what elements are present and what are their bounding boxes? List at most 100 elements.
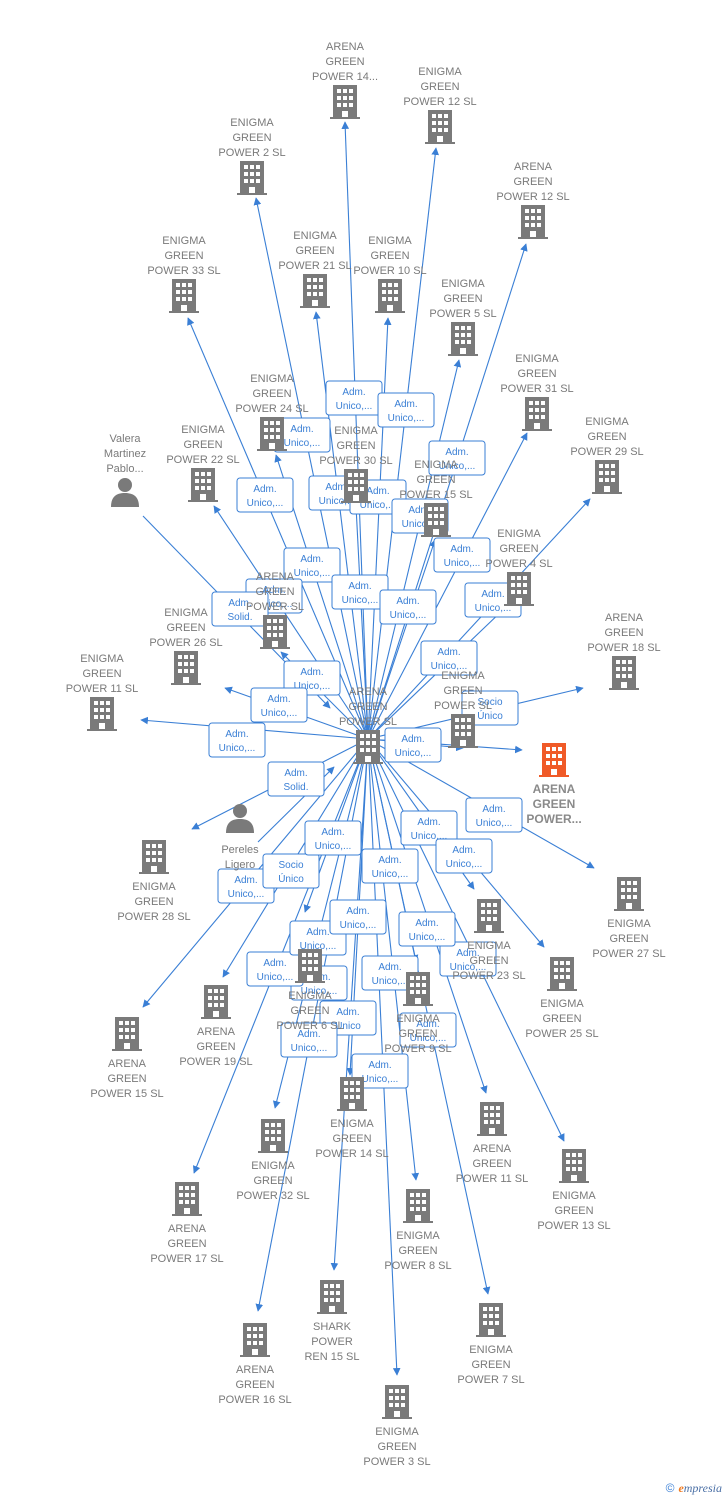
- empresia-brand[interactable]: ©empresia: [666, 1481, 722, 1496]
- relation-badge-eg3[interactable]: Adm.Unico,...: [351, 1053, 409, 1089]
- building-icon: [518, 205, 548, 239]
- building-icon: [341, 469, 371, 503]
- relation-badge-eg24[interactable]: Adm.Unico,...: [283, 547, 341, 583]
- relation-badge-valera[interactable]: Adm. Solid.: [211, 591, 269, 627]
- node-label-line: POWER 15 SL: [399, 489, 472, 501]
- relation-badge-eg23[interactable]: Adm.Unico,...: [400, 810, 458, 846]
- node-label-line: GREEN: [499, 543, 538, 555]
- badge-text: Solid.: [227, 612, 252, 623]
- relation-badge-ag12[interactable]: Adm.Unico,...: [428, 440, 486, 476]
- relation-badge-ag19[interactable]: Adm.Unico,...: [246, 951, 304, 987]
- relation-badge-eg13[interactable]: Adm.Unico,...: [439, 941, 497, 977]
- badge-text: Adm.: [321, 827, 344, 838]
- node-label-line: POWER 15 SL: [90, 1088, 163, 1100]
- building-icon: [474, 899, 504, 933]
- node-valera[interactable]: ValeraMartinezPablo...: [104, 433, 146, 507]
- relation-badge-eg2[interactable]: Adm.Unico,...: [273, 417, 331, 453]
- relation-badge-pereles[interactable]: Adm.Solid.: [267, 761, 325, 797]
- node-label-line: GREEN: [587, 431, 626, 443]
- node-label-line: GREEN: [472, 1158, 511, 1170]
- node-label-line: POWER 13 SL: [537, 1220, 610, 1232]
- relation-badge-eg9[interactable]: Adm.Unico,...: [399, 1012, 457, 1048]
- badge-text: Unico,...: [336, 401, 373, 412]
- relation-badge-ag16[interactable]: Adm.Unico,...: [280, 1022, 338, 1058]
- relation-badge-eg11[interactable]: Adm.Unico,...: [208, 722, 266, 758]
- badge-box: [267, 761, 325, 797]
- node-label-line: GREEN: [370, 250, 409, 262]
- relation-badge-eg27[interactable]: Adm.Unico,...: [465, 797, 523, 833]
- relation-badge-eg28[interactable]: Adm.Unico,...: [217, 868, 275, 904]
- badge-text: Unico,...: [411, 831, 448, 842]
- relation-badge-eg26[interactable]: Adm.Unico,...: [361, 848, 419, 884]
- badge-text: Unico,...: [301, 986, 338, 997]
- node-label-line: POWER 17 SL: [150, 1253, 223, 1265]
- badge-text: Adm.: [378, 962, 401, 973]
- relation-badge-eg31[interactable]: Adm.Unico,...: [433, 537, 491, 573]
- node-label-line: ARENA: [326, 41, 365, 53]
- relation-badge-eg7[interactable]: Adm.Unico,...: [398, 911, 456, 947]
- relation-badge-eg12[interactable]: Adm.Unico,...: [377, 392, 435, 428]
- building-icon: [476, 1303, 506, 1337]
- node-label-line: ENIGMA: [293, 230, 337, 242]
- edge-to-eg12: [367, 147, 440, 740]
- relation-badge-eg15[interactable]: Adm.Unico,...: [379, 589, 437, 625]
- badge-box: [377, 392, 435, 428]
- node-focus[interactable]: ARENAGREENPOWER...: [526, 743, 582, 826]
- relation-badge-eg32[interactable]: Adm.Unico,...: [304, 820, 362, 856]
- relation-badge-ag11[interactable]: Adm.Unico,...: [384, 727, 442, 763]
- relation-badge-egpow[interactable]: Adm.Unico,...: [250, 687, 308, 723]
- relation-badge-ag14[interactable]: Adm.Unico,...: [325, 380, 383, 416]
- relation-badge-ag_mid[interactable]: Adm.Unico,...: [283, 660, 341, 696]
- relation-badge-eg33[interactable]: Adm.Unico,...: [236, 477, 294, 513]
- relation-badge-shark15[interactable]: Adm.Unico,...: [329, 899, 387, 935]
- badge-text: Adm.: [416, 1019, 439, 1030]
- relation-badge-eg25[interactable]: Adm.Unico,...: [435, 838, 493, 874]
- relation-badge-eg4[interactable]: Adm.Unico,...: [420, 640, 478, 676]
- person-icon: [111, 478, 139, 507]
- badge-text: Adm.: [228, 598, 251, 609]
- relation-badge-eg30[interactable]: Adm.Unico,...: [331, 574, 389, 610]
